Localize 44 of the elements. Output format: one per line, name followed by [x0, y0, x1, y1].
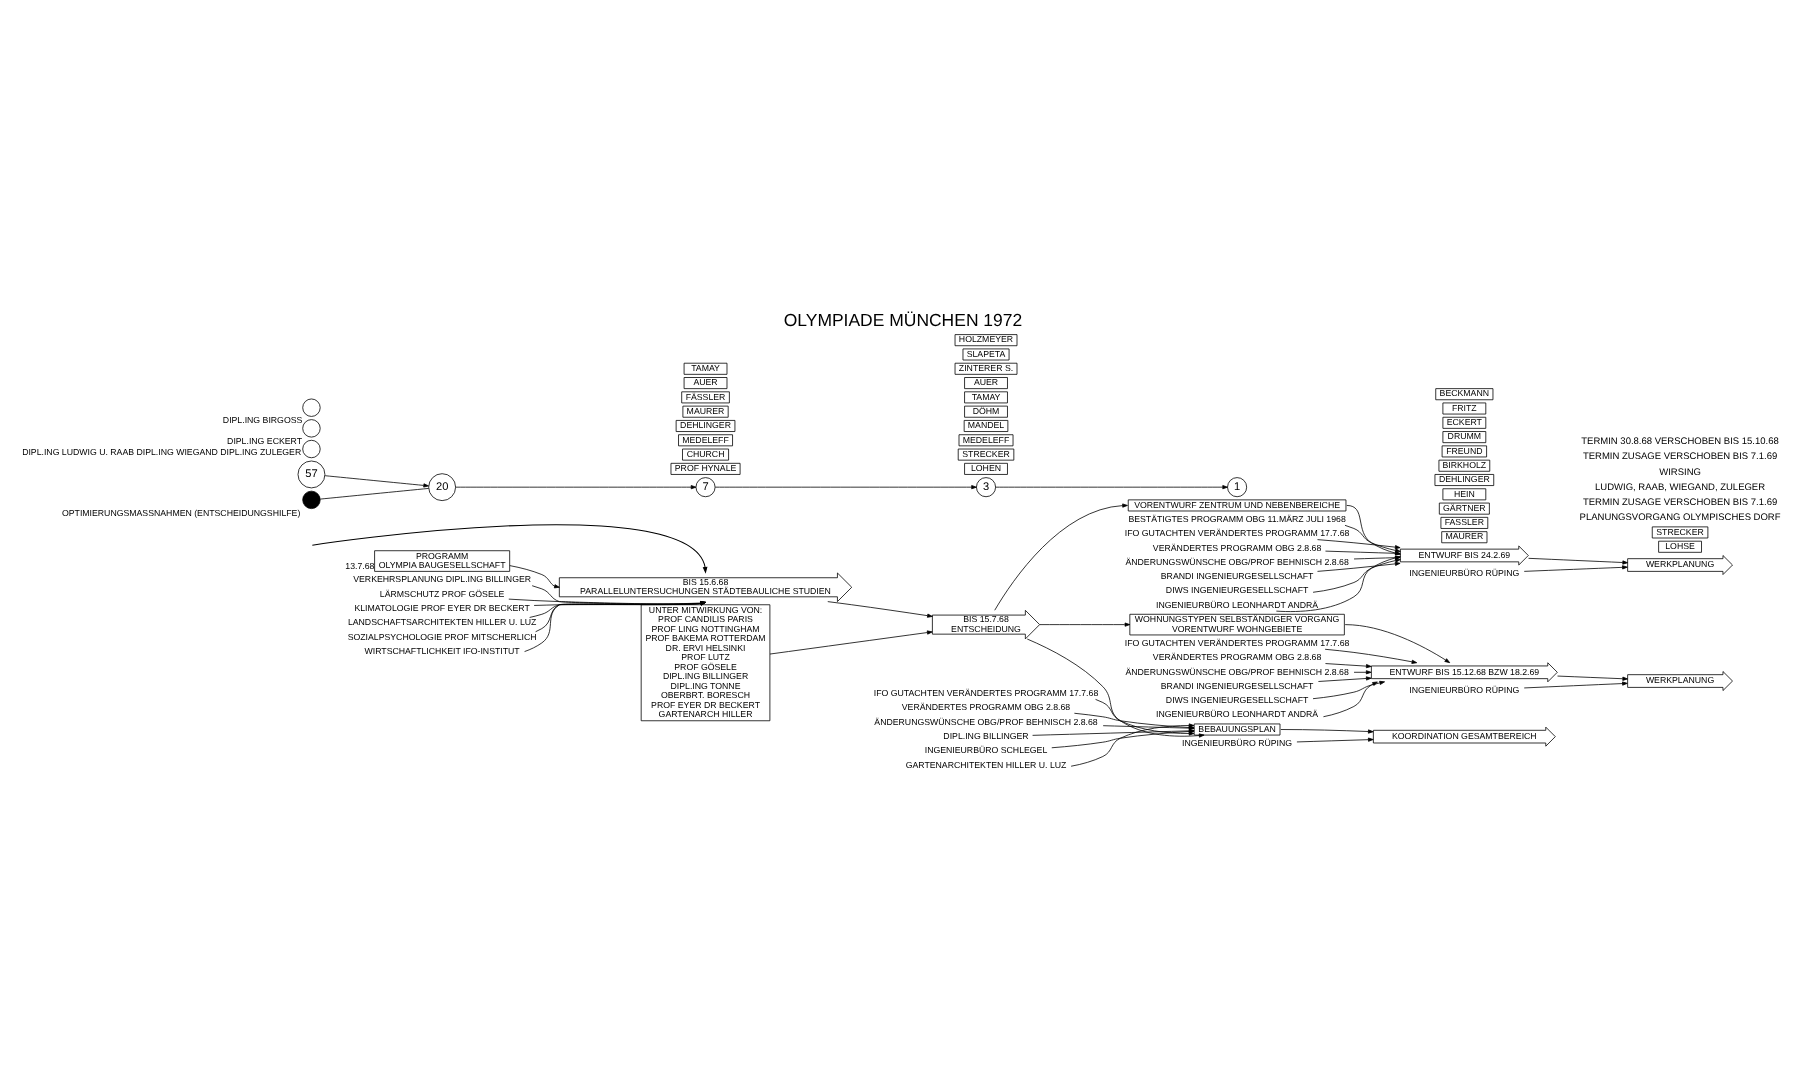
- arrow: [1312, 558, 1401, 593]
- arrow: [1275, 555, 1401, 612]
- node-circle: [302, 398, 321, 417]
- arrow: [827, 601, 933, 618]
- arrow: [994, 503, 1128, 611]
- arrow: [1026, 638, 1205, 738]
- arrow: [1353, 555, 1401, 560]
- arrow: [714, 485, 977, 490]
- arrow: [995, 485, 1228, 490]
- arrow: [1557, 675, 1628, 681]
- arrow: [508, 598, 706, 606]
- arrow: [524, 601, 706, 652]
- arrow: [531, 585, 706, 606]
- arrow: [1523, 565, 1628, 572]
- arrow: [1346, 505, 1401, 556]
- node-circle: [302, 419, 321, 438]
- arrow: [1317, 539, 1401, 550]
- arrow: [1317, 561, 1401, 572]
- arrow: [1323, 681, 1378, 718]
- diagram-title: OLYMPIADE MÜNCHEN 1972: [783, 310, 1023, 331]
- arrow: [769, 630, 933, 655]
- arrow: [533, 600, 706, 606]
- arrow: [324, 475, 429, 488]
- arrow: [1039, 622, 1131, 627]
- arrow: [529, 601, 706, 618]
- arrow: [1325, 663, 1372, 669]
- arrow: [535, 601, 706, 633]
- arrow: [1344, 624, 1451, 664]
- arrow: [1344, 524, 1401, 553]
- arrow: [1280, 729, 1374, 734]
- node-circle: [302, 490, 321, 509]
- connector: [319, 488, 430, 500]
- arrow: [311, 524, 708, 574]
- arrow: [1523, 681, 1628, 689]
- arrow: [1318, 676, 1372, 682]
- arrow: [509, 565, 560, 589]
- node-circle: [302, 439, 321, 459]
- arrow: [1296, 737, 1374, 743]
- arrow: [1324, 648, 1418, 664]
- arrow: [1528, 557, 1628, 565]
- arrow: [455, 485, 697, 490]
- arrow: [1325, 550, 1401, 556]
- arrow: [1312, 680, 1385, 700]
- arrow: [1353, 670, 1372, 675]
